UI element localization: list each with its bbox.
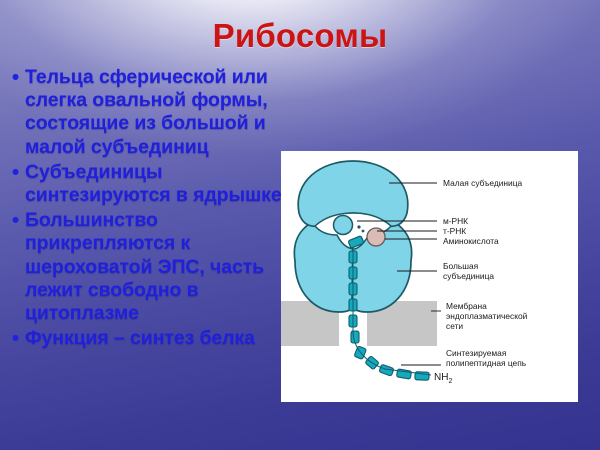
label-large-subunit-line1: Большая xyxy=(443,261,478,271)
amino-acid-shape xyxy=(366,227,386,247)
bullet-marker-icon: • xyxy=(11,66,20,89)
label-membrane-line3: сети xyxy=(446,321,463,331)
bullet-text: Субъединицы синтезируются в ядрышке xyxy=(25,160,282,207)
bullet-text: Большинство прикрепляются к шероховатой … xyxy=(25,209,265,325)
bullet-text: Функция – синтез белка xyxy=(25,327,255,350)
large-subunit-shape xyxy=(293,216,413,313)
bullet-marker-icon: • xyxy=(11,209,20,233)
page-title: Рибосомы xyxy=(212,17,388,54)
mrna-dot-icon xyxy=(357,225,361,229)
label-amino-acid: Аминокислота xyxy=(443,236,499,246)
label-polypeptide-line2: полипептидная цепь xyxy=(446,358,527,368)
label-mrna: м-РНК xyxy=(443,216,468,226)
chain-terminus-label: NH2 xyxy=(434,372,452,385)
mrna-dot-icon xyxy=(361,229,365,233)
bullet-marker-icon: • xyxy=(11,160,20,184)
bullet-marker-icon: • xyxy=(11,327,20,351)
list-item: • Функция – синтез белка xyxy=(6,327,306,350)
label-membrane-line2: эндоплазматической xyxy=(446,311,528,321)
trna-shape xyxy=(348,235,364,249)
bullet-list: • Тельца сферической или слегка овальной… xyxy=(6,66,306,352)
mrna-shape xyxy=(332,214,354,236)
label-membrane-line1: Мембрана xyxy=(446,301,487,311)
list-item: • Субъединицы синтезируются в ядрышке xyxy=(6,161,306,207)
ribosome-diagram-panel: NH2 Малая субъединица м-РНК т-РНК Аминок… xyxy=(281,151,578,402)
leader-lines xyxy=(357,182,441,366)
bullet-text: Тельца сферической или слегка овальной ф… xyxy=(25,66,268,158)
chain-backbone-line xyxy=(352,249,432,376)
label-small-subunit: Малая субъединица xyxy=(443,178,522,188)
list-item: • Большинство прикрепляются к шероховато… xyxy=(6,209,306,325)
list-item: • Тельца сферической или слегка овальной… xyxy=(6,66,306,159)
label-large-subunit-line2: субъединица xyxy=(443,271,494,281)
label-polypeptide-line1: Синтезируемая xyxy=(446,348,506,358)
label-trna: т-РНК xyxy=(443,226,466,236)
